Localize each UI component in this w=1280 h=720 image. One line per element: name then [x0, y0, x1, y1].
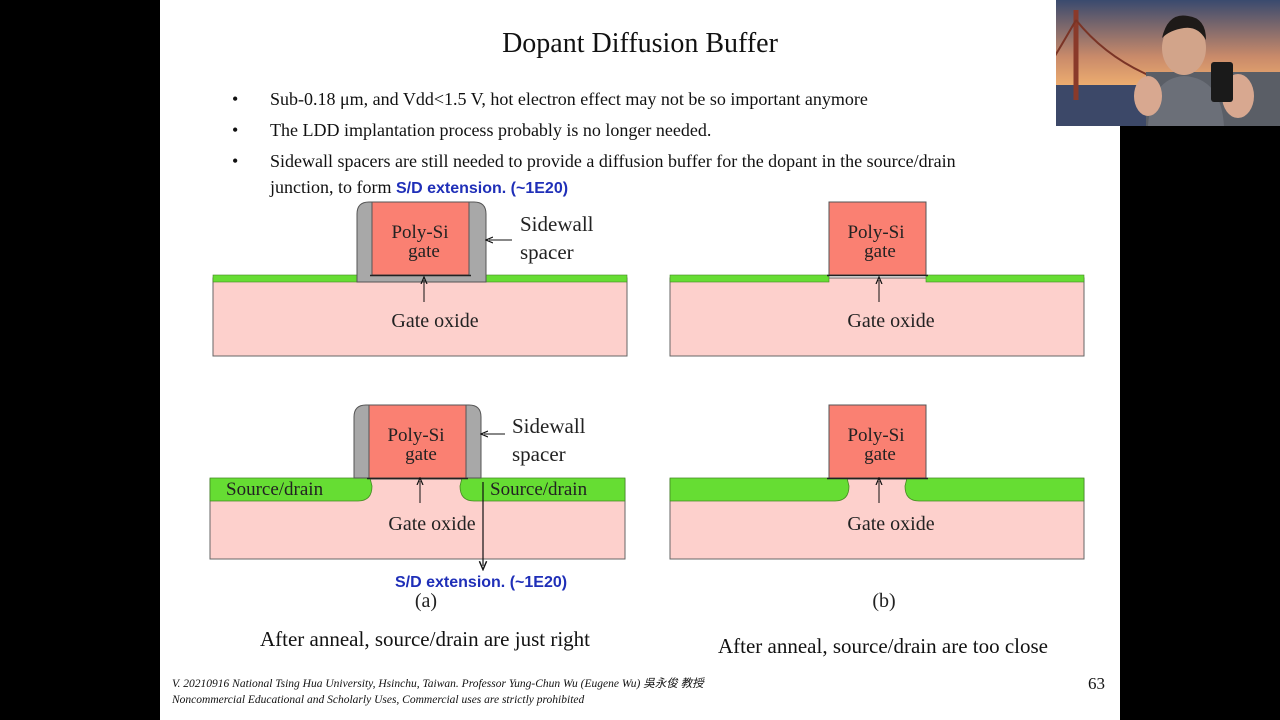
caption-b: After anneal, source/drain are too close [718, 634, 1048, 658]
webcam-overlay[interactable] [1056, 0, 1280, 126]
gate-oxide-label: Gate oxide [388, 513, 475, 535]
gate-oxide-label: Gate oxide [847, 310, 934, 332]
green-surface-left [669, 274, 830, 283]
bullet-list: • Sub-0.18 μm, and Vdd<1.5 V, hot electr… [230, 86, 990, 207]
bullet-text: Sub-0.18 μm, and Vdd<1.5 V, hot electron… [270, 89, 868, 109]
sd-extension-label: S/D extension. (~1E20) [395, 574, 567, 591]
gate-label: gate [408, 241, 440, 262]
slide-footer: V. 20210916 National Tsing Hua Universit… [172, 676, 992, 708]
diagram-bottom-left: Poly-Si gate Source/drain Source/drain G… [209, 404, 626, 612]
source-label: Source/drain [226, 479, 324, 500]
poly-si-gate [828, 201, 927, 276]
spacer-label: spacer [520, 240, 574, 264]
green-surface-right [482, 274, 628, 283]
poly-label: Poly-Si [847, 425, 904, 446]
substrate [212, 277, 628, 357]
drain-label: Source/drain [490, 479, 588, 500]
label-a: (a) [415, 590, 437, 612]
drain-region [459, 477, 626, 502]
green-surface-left [212, 274, 358, 283]
mosfet-diagrams: Poly-Si gate Gate oxide Sidewall spacer … [209, 201, 1085, 658]
bullet-item: • Sub-0.18 μm, and Vdd<1.5 V, hot electr… [230, 86, 990, 112]
green-surface-right [925, 274, 1085, 283]
bullet-item: • The LDD implantation process probably … [230, 117, 990, 143]
gate-label: gate [864, 444, 896, 465]
poly-label: Poly-Si [847, 222, 904, 243]
gate-oxide-label: Gate oxide [391, 310, 478, 332]
bullet-text: Sidewall spacers are still needed to pro… [270, 151, 956, 197]
gate-oxide-label: Gate oxide [847, 513, 934, 535]
drain-region [904, 477, 1085, 502]
sidewall-label: Sidewall [512, 414, 586, 438]
slide: Dopant Diffusion Buffer • Sub-0.18 μm, a… [160, 0, 1120, 720]
diagram-top-right: Poly-Si gate Gate oxide [669, 201, 1085, 357]
poly-si-gate [368, 404, 467, 479]
footer-license: Noncommercial Educational and Scholarly … [172, 694, 585, 706]
bullet-marker: • [232, 151, 239, 171]
sd-extension-highlight: S/D extension. (~1E20) [395, 180, 569, 197]
caption-a: After anneal, source/drain are just righ… [260, 627, 590, 651]
sidewall-label: Sidewall [520, 212, 594, 236]
label-b: (b) [872, 590, 895, 612]
footer-credit: V. 20210916 National Tsing Hua Universit… [172, 678, 704, 690]
diagram-top-left: Poly-Si gate Gate oxide Sidewall spacer [212, 201, 628, 357]
page-number: 63 [1088, 674, 1105, 693]
bullet-item: • Sidewall spacers are still needed to p… [230, 148, 990, 202]
bullet-text: The LDD implantation process probably is… [270, 120, 712, 140]
bullet-marker: • [232, 89, 239, 109]
gate-label: gate [864, 241, 896, 262]
poly-label: Poly-Si [391, 222, 448, 243]
source-region [669, 477, 850, 502]
presenter-video-image [1056, 0, 1280, 126]
gate-label: gate [405, 444, 437, 465]
slide-title: Dopant Diffusion Buffer [502, 28, 778, 59]
source-region [209, 477, 373, 502]
diagram-bottom-right: Poly-Si gate Gate oxide (b) [669, 404, 1085, 612]
poly-si-gate [371, 201, 470, 276]
spacer-label: spacer [512, 442, 566, 466]
bullet-marker: • [232, 120, 239, 140]
poly-si-gate [828, 404, 927, 479]
poly-label: Poly-Si [387, 425, 444, 446]
